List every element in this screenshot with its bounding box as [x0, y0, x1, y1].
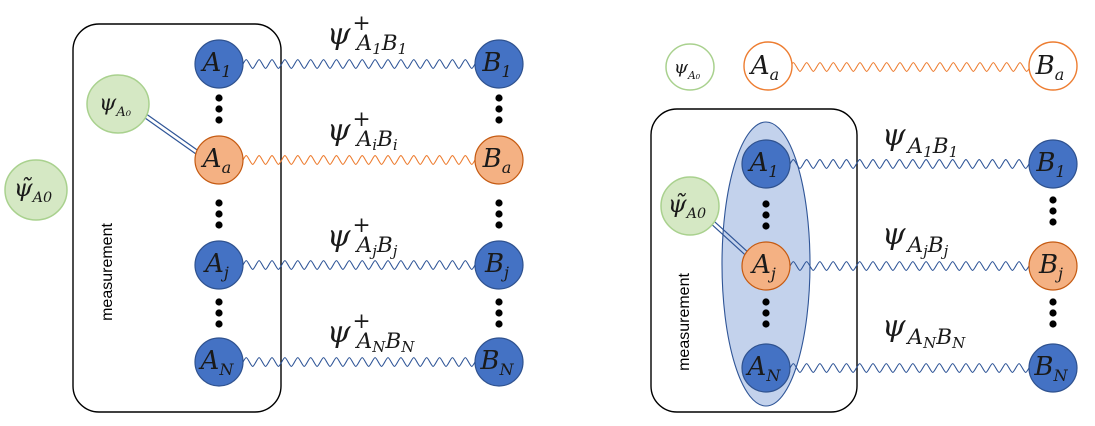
node-a: Aj	[194, 240, 244, 290]
entanglement-link	[242, 260, 476, 270]
ellipsis-dots	[495, 94, 503, 124]
node-b-label: B1	[1035, 148, 1065, 181]
psi-a0-bubble-label: ψA₀	[99, 91, 132, 120]
node-a-circle	[194, 135, 244, 185]
node-a-circle	[194, 240, 244, 290]
ellipsis-dots	[495, 298, 503, 328]
link-label: ψAjBj	[882, 217, 949, 260]
ellipsis-dots	[495, 199, 503, 229]
top-node-a-label: Aa	[749, 51, 779, 84]
node-b-label: Bj	[484, 249, 509, 282]
top-entanglement-link	[789, 62, 1031, 72]
outside-psi-bubble: ψ̃A0	[4, 159, 68, 221]
node-b-label: BN	[479, 346, 514, 379]
node-b-label: B1	[481, 48, 511, 81]
node-a: A1	[741, 139, 791, 189]
node-b: BN	[1028, 343, 1078, 393]
link-label: ψA1B1	[882, 118, 958, 161]
node-b-circle	[1028, 241, 1078, 291]
ellipsis-dots	[762, 298, 770, 328]
node-a-label: Aa	[201, 144, 231, 177]
entanglement-link	[789, 159, 1030, 169]
measurement-label: measurement	[676, 273, 693, 371]
node-b-label: Bj	[1038, 250, 1063, 283]
node-b: Bj	[474, 240, 524, 290]
measurement-label: measurement	[99, 223, 116, 321]
link-label: ψ+AjBj	[327, 213, 398, 260]
outside-psi-bubble-label: ψ̃A0	[14, 174, 52, 206]
node-a-circle	[194, 337, 244, 387]
node-b-label: BN	[1033, 352, 1068, 385]
node-b-circle	[1028, 343, 1078, 393]
node-a: AN	[194, 337, 244, 387]
ellipsis-dots	[215, 199, 223, 229]
top-node-b: Ba	[1028, 41, 1078, 91]
node-a-label: AN	[746, 352, 782, 385]
psi-a0-bubble: ψ̃A0	[660, 176, 720, 236]
top-node-a: Aa	[743, 41, 793, 91]
ellipsis-dots	[215, 94, 223, 124]
node-a-label: A1	[747, 148, 778, 181]
measurement-box	[72, 23, 282, 413]
node-a: AN	[741, 343, 791, 393]
node-b: Bj	[1028, 241, 1078, 291]
node-a-circle	[741, 343, 791, 393]
node-a-circle	[741, 241, 791, 291]
top-node-b-label: Ba	[1035, 51, 1065, 84]
node-a-circle	[741, 139, 791, 189]
entanglement-link	[789, 363, 1030, 373]
node-b-circle	[474, 240, 524, 290]
node-b: B1	[474, 39, 524, 89]
left-panel: measurement ψ+A1B1 ψ+AiBi ψ+AjBj ψ+ANBN ψA₀ ψ̃…	[4, 11, 524, 413]
ellipsis-dots	[1049, 196, 1057, 226]
entanglement-link	[789, 261, 1030, 271]
node-b-circle	[1028, 139, 1078, 189]
node-a-label: AN	[199, 346, 235, 379]
node-a-label: Aj	[750, 250, 776, 283]
node-b-circle	[474, 337, 524, 387]
node-b: BN	[474, 337, 524, 387]
psi-a0-bubble: ψA₀	[86, 74, 150, 134]
node-b: B1	[1028, 139, 1078, 189]
node-a-label: A1	[200, 48, 231, 81]
top-psi-bubble: ψA₀	[665, 43, 715, 91]
entanglement-link	[242, 59, 476, 69]
psi-a0-bubble-label: ψ̃A0	[668, 190, 706, 222]
measurement-connector	[710, 220, 748, 255]
node-a: Aj	[741, 241, 791, 291]
measurement-box	[650, 108, 858, 413]
node-a-label: Aj	[203, 249, 229, 282]
top-psi-bubble-label: ψA₀	[674, 57, 701, 82]
node-b-circle	[474, 39, 524, 89]
node-a: A1	[194, 39, 244, 89]
ellipsis-dots	[1049, 298, 1057, 328]
node-b: Ba	[474, 135, 524, 185]
link-label: ψANBN	[882, 309, 966, 352]
link-label: ψ+ANBN	[327, 309, 415, 356]
node-b-circle	[474, 135, 524, 185]
entanglement-link	[242, 155, 476, 165]
ellipsis-dots	[215, 298, 223, 328]
node-a: Aa	[194, 135, 244, 185]
node-b-label: Ba	[482, 144, 512, 177]
link-label: ψ+A1B1	[327, 11, 407, 58]
right-panel: ψA₀ Aa Ba measurement ψA1B1 ψAjBj ψANBN ψ̃A0 A1A…	[650, 41, 1078, 413]
node-a-circle	[194, 39, 244, 89]
entanglement-link	[242, 357, 476, 367]
ellipsis-dots	[762, 200, 770, 230]
measurement-connector	[138, 109, 200, 156]
link-label: ψ+AiBi	[327, 107, 398, 154]
